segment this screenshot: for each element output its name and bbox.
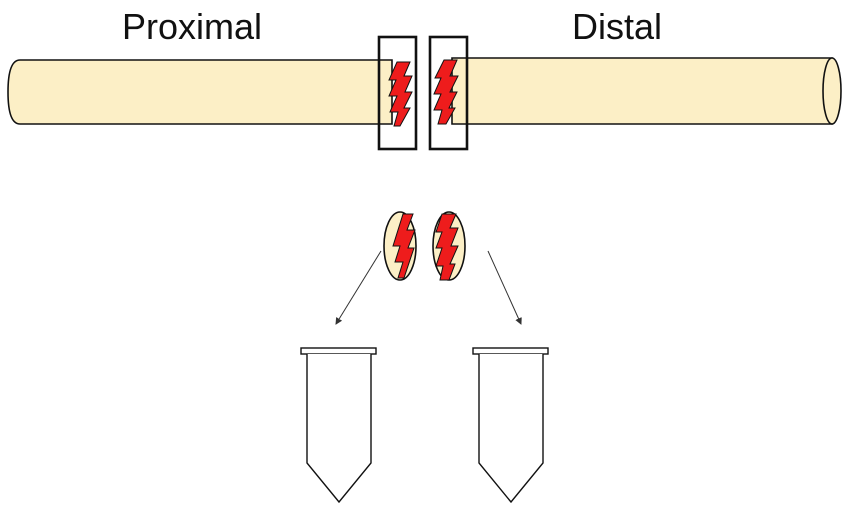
distal-nerve-segment (451, 57, 842, 125)
distal-collection-tube (472, 347, 549, 504)
arrow-to-proximal-tube (335, 250, 382, 325)
proximal-cut-box (377, 35, 418, 151)
proximal-label: Proximal (122, 6, 263, 47)
distal-cut-box (428, 35, 469, 151)
proximal-lesion (388, 61, 413, 127)
proximal-nerve-segment (7, 59, 393, 125)
distal-label: Distal (572, 6, 663, 47)
arrow-to-distal-tube (487, 250, 522, 325)
distal-lesion (433, 59, 459, 125)
proximal-collection-tube (300, 347, 377, 504)
distal-section-sample (432, 211, 466, 281)
proximal-section-sample (383, 211, 417, 281)
